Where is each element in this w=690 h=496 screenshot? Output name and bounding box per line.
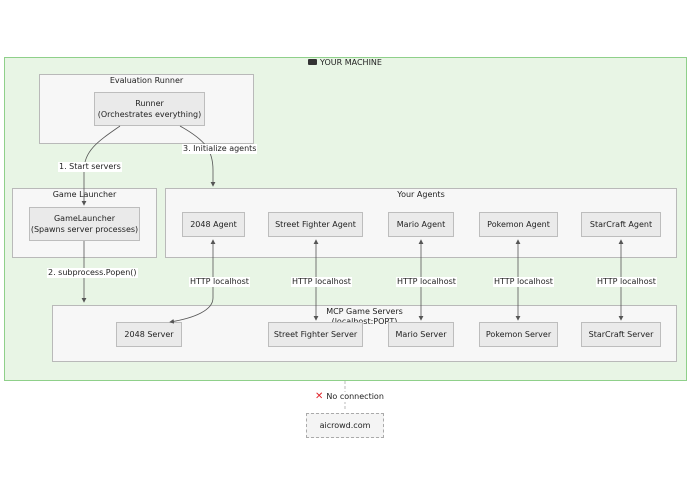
server-pokemon-node[interactable]: Pokemon Server: [479, 322, 558, 347]
agent-street-fighter-node[interactable]: Street Fighter Agent: [268, 212, 363, 237]
edge-http-2048: [169, 239, 216, 324]
edge-label-start-servers: 1. Start servers: [58, 162, 122, 172]
edge-label-http-street-fighter: HTTP localhost: [291, 277, 352, 287]
edge-runner-to-agents: [179, 125, 216, 187]
server-mario-node[interactable]: Mario Server: [388, 322, 454, 347]
mcp-game-servers-title: MCP Game Servers (localhost:PORT): [326, 307, 403, 326]
agent-pokemon-node[interactable]: Pokemon Agent: [479, 212, 558, 237]
your-machine-title: YOUR MACHINE: [0, 58, 690, 68]
agent-mario-node[interactable]: Mario Agent: [388, 212, 454, 237]
edge-label-http-mario: HTTP localhost: [396, 277, 457, 287]
game-launcher-node[interactable]: GameLauncher (Spawns server processes): [29, 207, 140, 241]
no-connection-label: ✕No connection: [314, 391, 385, 402]
server-starcraft-node[interactable]: StarCraft Server: [581, 322, 661, 347]
cross-mark-icon: ✕: [315, 391, 324, 402]
agent-2048-node[interactable]: 2048 Agent: [182, 212, 245, 237]
evaluation-runner-title: Evaluation Runner: [109, 76, 184, 85]
aicrowd-external-node[interactable]: aicrowd.com: [306, 413, 384, 438]
edge-label-http-pokemon: HTTP localhost: [493, 277, 554, 287]
runner-node[interactable]: Runner (Orchestrates everything): [94, 92, 205, 126]
game-launcher-title: Game Launcher: [52, 190, 117, 199]
monitor-icon: [308, 58, 318, 65]
edge-label-http-2048: HTTP localhost: [189, 277, 250, 287]
server-2048-node[interactable]: 2048 Server: [116, 322, 182, 347]
server-street-fighter-node[interactable]: Street Fighter Server: [268, 322, 363, 347]
edge-label-http-starcraft: HTTP localhost: [596, 277, 657, 287]
your-agents-title: Your Agents: [397, 190, 445, 199]
edge-label-popen: 2. subprocess.Popen(): [47, 268, 138, 278]
agent-starcraft-node[interactable]: StarCraft Agent: [581, 212, 661, 237]
edge-label-init-agents: 3. Initialize agents: [182, 144, 258, 154]
